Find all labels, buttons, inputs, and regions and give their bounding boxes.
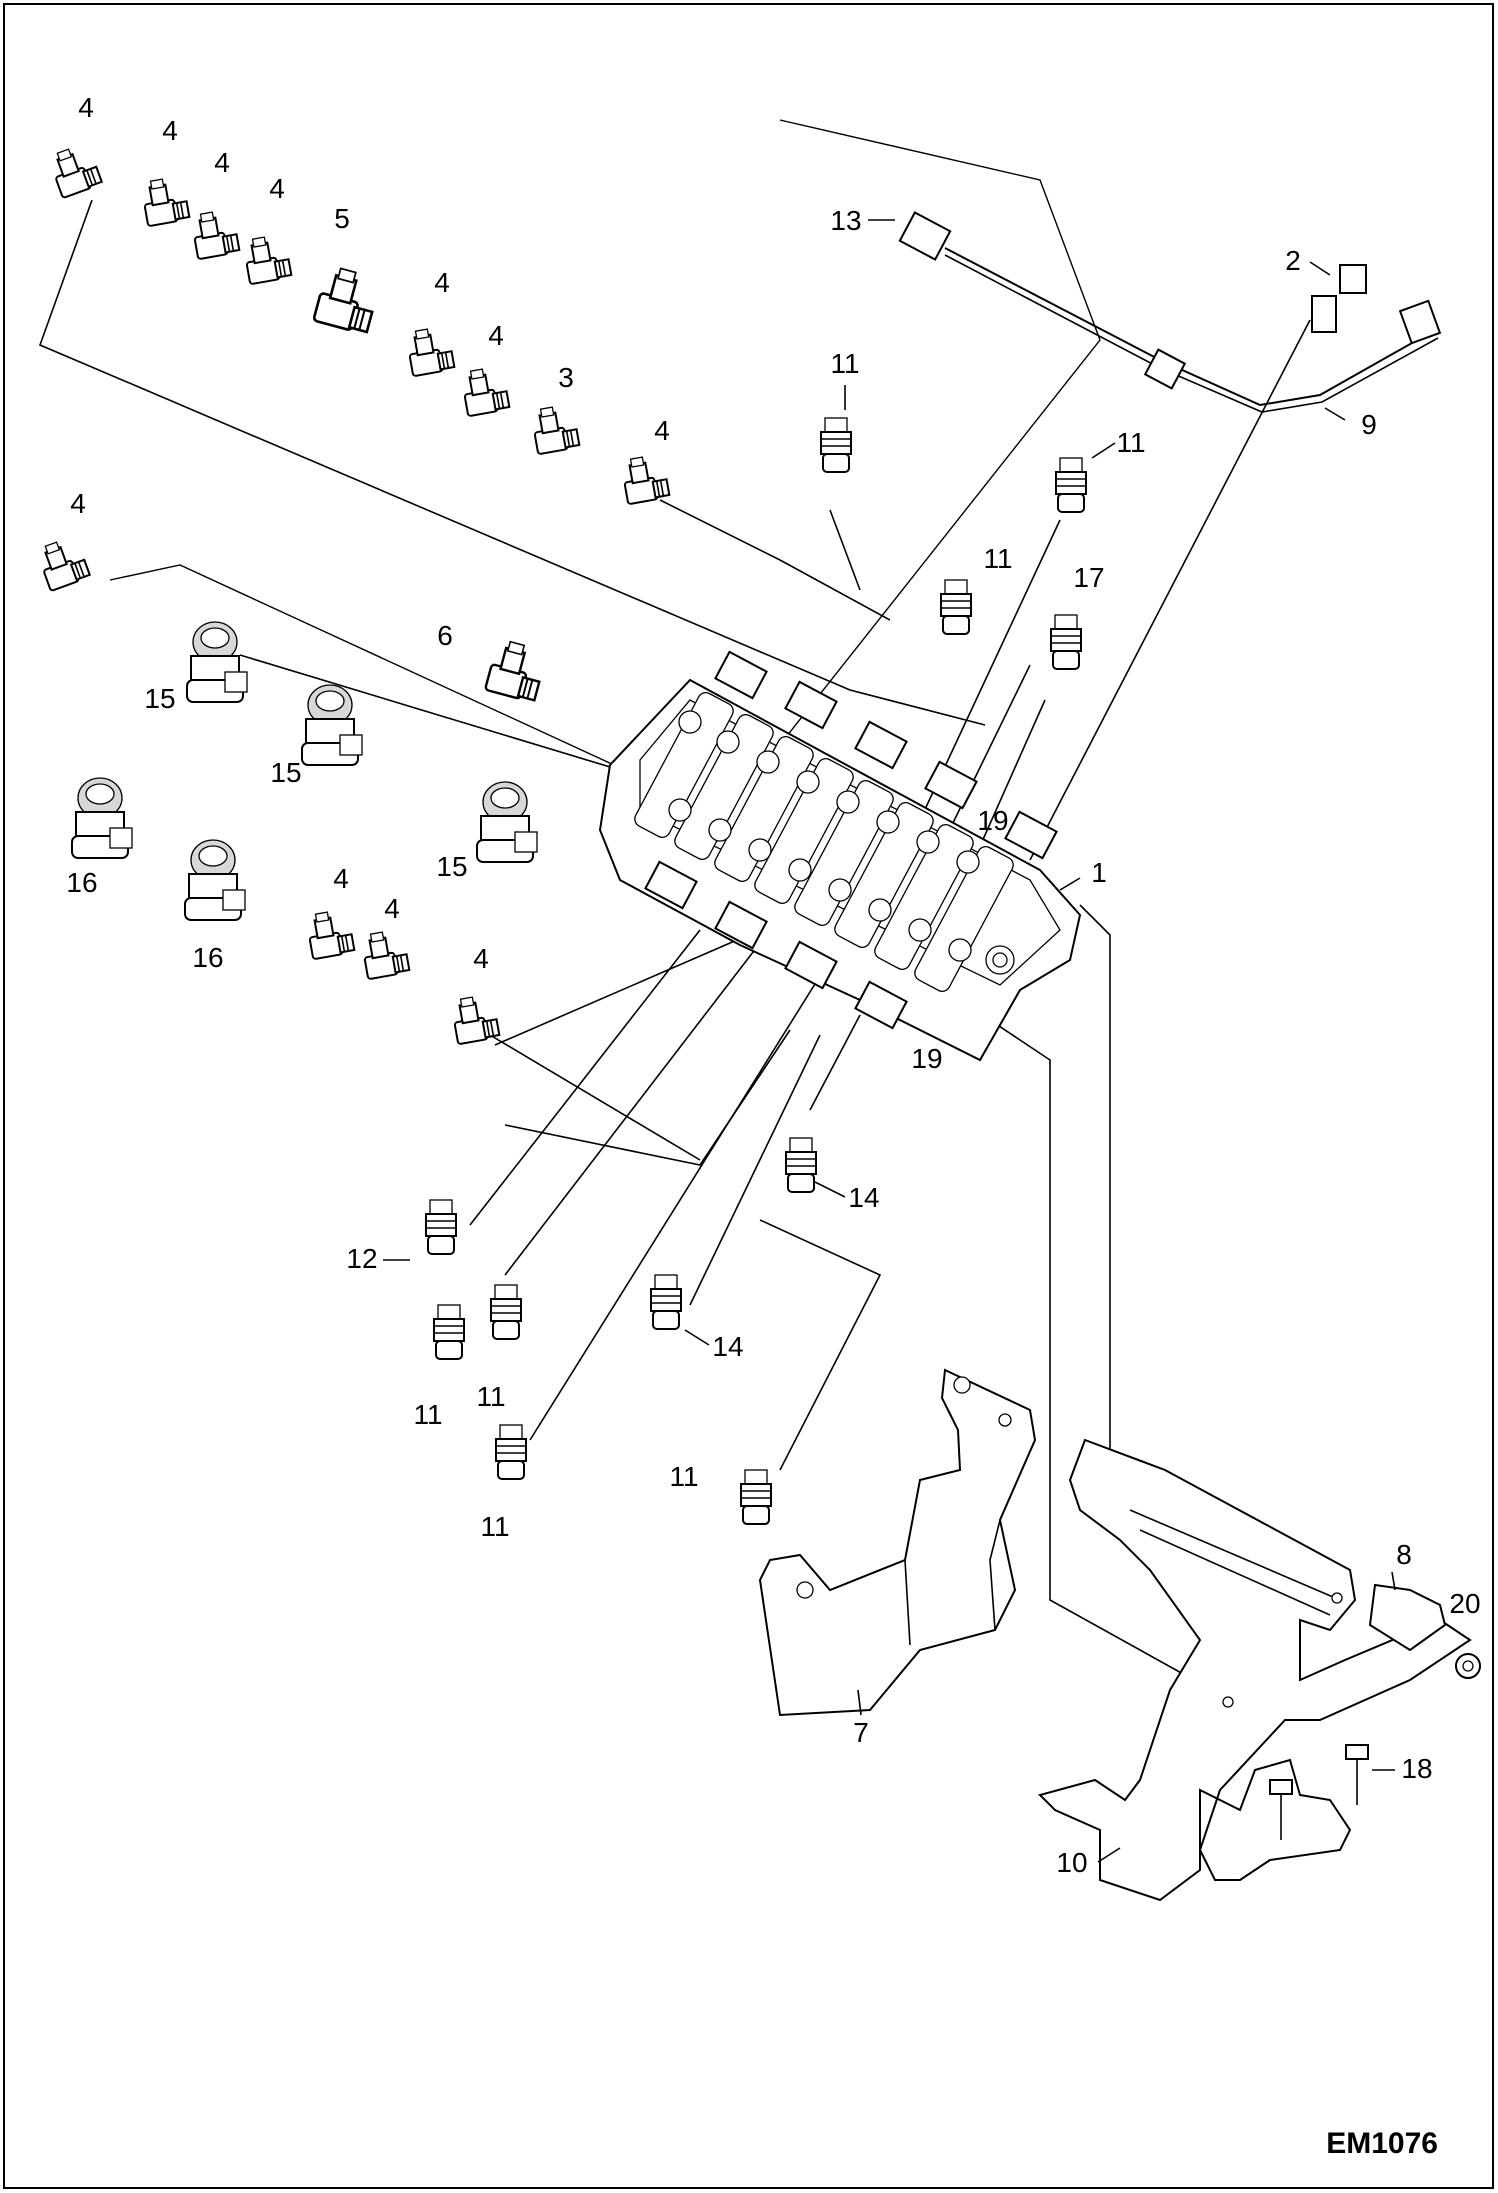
- callout: 5: [334, 203, 350, 234]
- callout: 15: [270, 757, 301, 788]
- control-valve-body: [598, 650, 1082, 1062]
- callout: 11: [669, 1461, 698, 1492]
- callout: 14: [712, 1331, 743, 1362]
- callout: 15: [436, 851, 467, 882]
- callout: 13: [830, 205, 861, 236]
- callout: 4: [78, 92, 94, 123]
- callout: 4: [214, 147, 230, 178]
- callout: 18: [1401, 1753, 1432, 1784]
- callout-ticks: [383, 219, 1396, 1863]
- callout: 11: [413, 1399, 442, 1430]
- fitting-group-top: [34, 141, 671, 1046]
- callout: 11: [983, 543, 1012, 574]
- callout: 4: [654, 415, 670, 446]
- callout: 4: [70, 488, 86, 519]
- callout: 11: [476, 1381, 505, 1412]
- callout: 4: [488, 320, 504, 351]
- leader-lines: [38, 119, 1311, 1701]
- callout: 4: [473, 943, 489, 974]
- callout: 11: [1116, 427, 1145, 458]
- callout: 17: [1073, 562, 1104, 593]
- diagram-id: EM1076: [1326, 2127, 1438, 2160]
- callout: 14: [848, 1182, 879, 1213]
- callout: 1: [1091, 857, 1107, 888]
- tube-line: [898, 211, 1442, 413]
- callout: 4: [269, 173, 285, 204]
- hardware: [1269, 1653, 1481, 1840]
- callout: 11: [480, 1511, 509, 1542]
- callout: 3: [558, 362, 574, 393]
- callout: 16: [192, 942, 223, 973]
- callout: 19: [911, 1043, 942, 1074]
- callout: 10: [1056, 1847, 1087, 1878]
- callout: 11: [830, 348, 859, 379]
- callouts: 4 4 4 4 5 4 4 3 4 13 2 9 11 11 11 17 4 6…: [66, 92, 1480, 1878]
- bracket-7: [758, 1368, 1037, 1717]
- callout: 20: [1449, 1588, 1480, 1619]
- callout: 7: [853, 1717, 869, 1748]
- callout: 4: [333, 863, 349, 894]
- callout: 9: [1361, 409, 1377, 440]
- callout: 16: [66, 867, 97, 898]
- callout: 8: [1396, 1539, 1412, 1570]
- callout: 4: [434, 267, 450, 298]
- callout: 4: [384, 893, 400, 924]
- bracket-8: [1038, 1438, 1472, 1902]
- callout: 6: [437, 620, 453, 651]
- callout: 19: [977, 805, 1008, 836]
- callout: 12: [346, 1243, 377, 1274]
- diagram-frame: [3, 3, 1494, 2189]
- callout: 2: [1285, 245, 1301, 276]
- callout: 15: [144, 683, 175, 714]
- callout: 4: [162, 115, 178, 146]
